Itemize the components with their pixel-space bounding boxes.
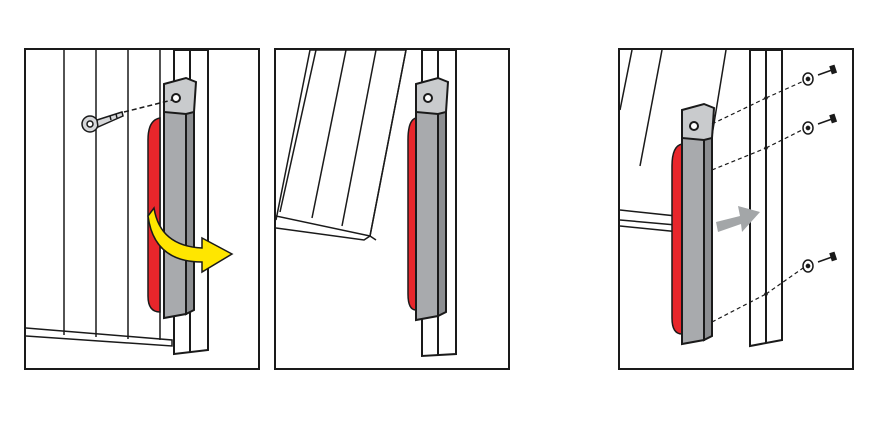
handle-bar bbox=[415, 106, 447, 322]
mount-guides bbox=[711, 79, 807, 323]
release-arrow bbox=[147, 206, 234, 274]
lock-cap bbox=[681, 102, 716, 142]
key-insert-guide bbox=[123, 99, 173, 113]
washer-icon bbox=[802, 72, 814, 273]
mount-arrow bbox=[716, 206, 760, 232]
key-icon bbox=[81, 111, 124, 133]
step-2-panel bbox=[274, 48, 510, 370]
open-gate-leaf bbox=[276, 50, 407, 241]
red-grip bbox=[407, 117, 417, 311]
lock-cap bbox=[163, 76, 198, 116]
screw-holes bbox=[764, 96, 768, 296]
step-1-illustration bbox=[26, 50, 234, 356]
red-grip bbox=[671, 143, 683, 335]
step-2-illustration bbox=[276, 50, 457, 358]
step-3-panel bbox=[618, 48, 854, 370]
screw-icon bbox=[817, 64, 838, 263]
lock-cap bbox=[415, 76, 450, 116]
step-1-panel bbox=[24, 48, 260, 370]
handle-bar bbox=[681, 132, 713, 346]
handle-bar bbox=[163, 106, 195, 320]
gate-post bbox=[749, 50, 783, 348]
step-3-illustration bbox=[620, 50, 838, 348]
